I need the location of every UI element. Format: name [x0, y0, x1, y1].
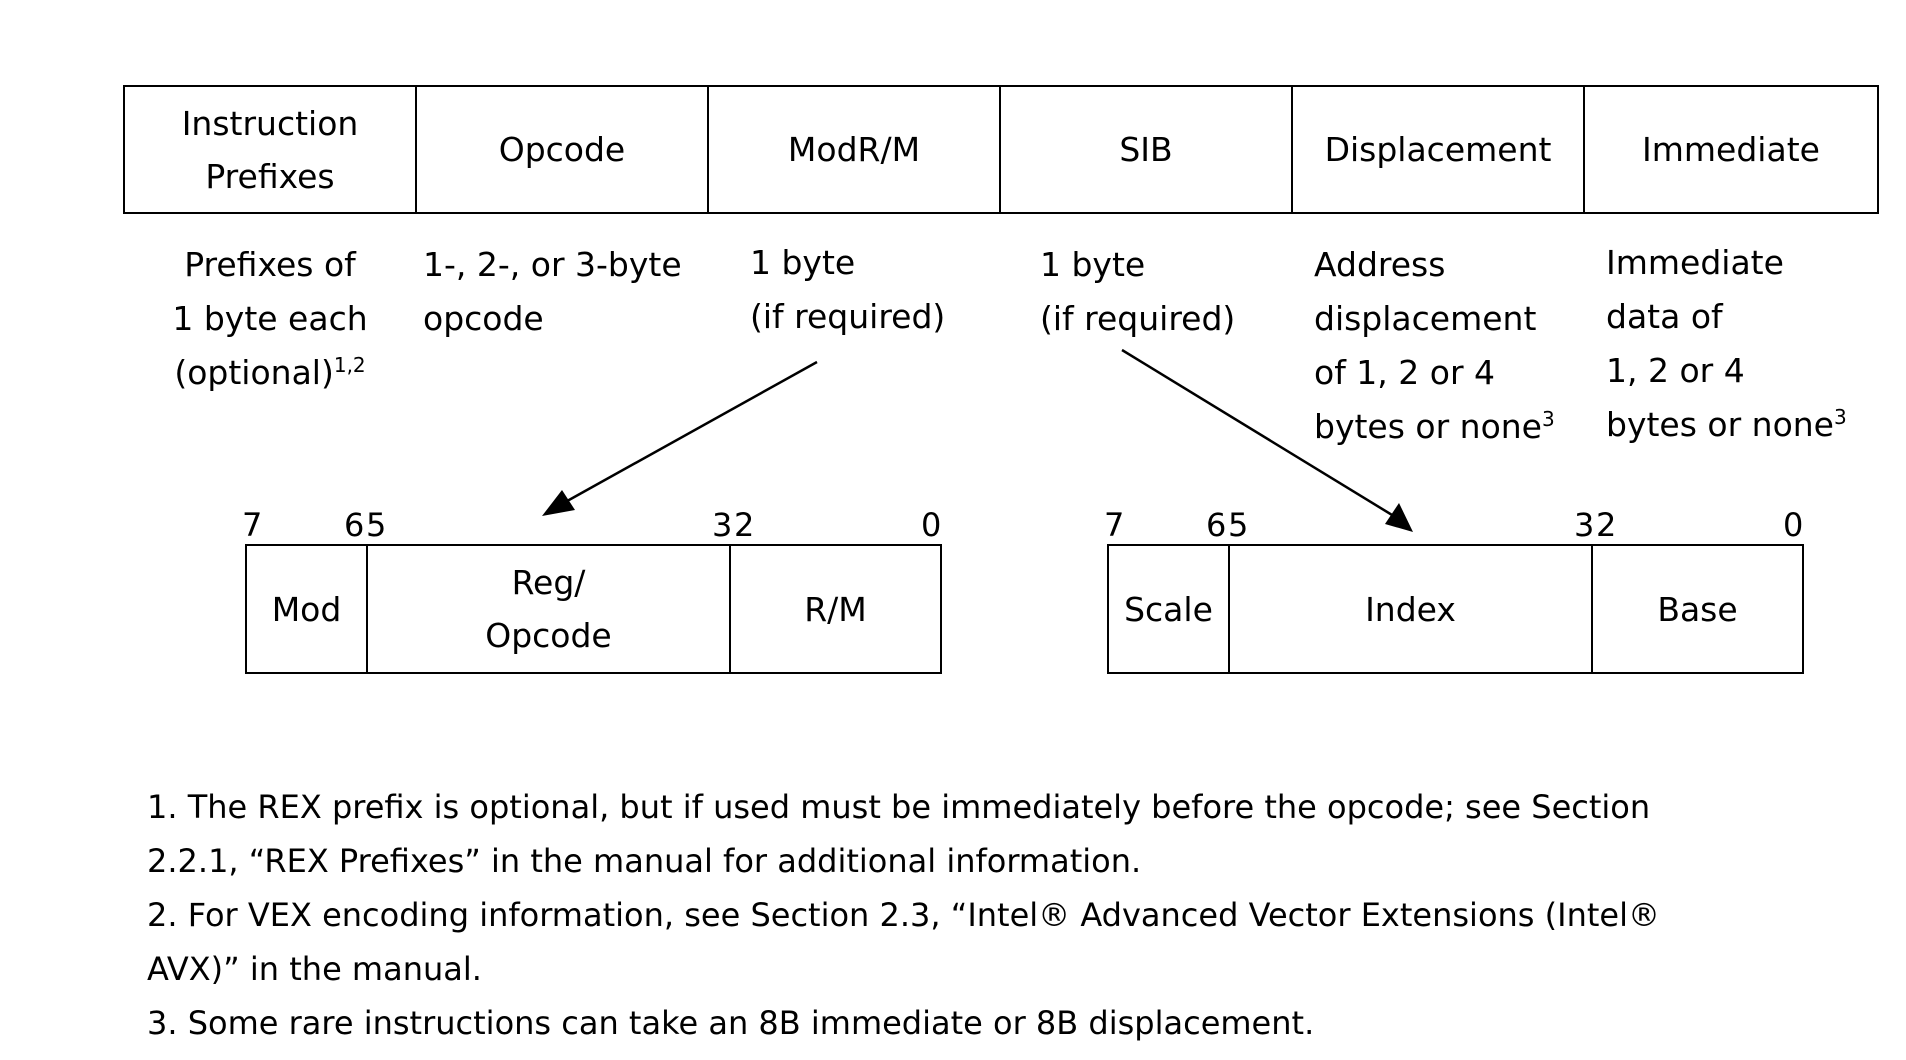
desc-footnote-ref: 3: [1833, 405, 1847, 429]
modrm-field-mod: Mod: [245, 544, 368, 674]
desc-text: 1 byte (if required): [1040, 245, 1236, 338]
footnote-1: 1. The REX prefix is optional, but if us…: [147, 788, 1651, 880]
modrm-bit-6: 6: [344, 506, 365, 544]
sib-bit-5: 5: [1228, 506, 1249, 544]
field-label-line2: Opcode: [485, 616, 612, 655]
cell-immediate: Immediate: [1583, 85, 1879, 214]
arrowhead-modrm: [542, 490, 575, 516]
cell-label: Immediate: [1642, 130, 1820, 169]
sib-field-scale: Scale: [1107, 544, 1230, 674]
field-label: Scale: [1124, 589, 1213, 629]
desc-displacement: Address displacement of 1, 2 or 4 bytes …: [1314, 238, 1584, 454]
cell-label-line2: Prefixes: [205, 156, 335, 196]
cell-opcode: Opcode: [415, 85, 709, 214]
sib-bit-3: 3: [1574, 506, 1595, 544]
sib-field-index: Index: [1228, 544, 1593, 674]
desc-sib: 1 byte (if required): [1040, 238, 1280, 346]
cell-modrm: ModR/M: [707, 85, 1001, 214]
modrm-bit-3: 3: [712, 506, 733, 544]
cell-label: Opcode: [498, 130, 626, 169]
arrow-sib: [1121, 348, 1413, 532]
desc-immediate: Immediate data of 1, 2 or 4 bytes or non…: [1606, 236, 1876, 452]
footnote-3: 3. Some rare instructions can take an 8B…: [147, 1004, 1315, 1042]
field-label-line1: Reg/: [511, 563, 586, 602]
modrm-bit-0: 0: [921, 506, 942, 544]
cell-label: SIB: [1119, 130, 1173, 169]
arrow-modrm: [542, 360, 818, 516]
cell-displacement: Displacement: [1291, 85, 1585, 214]
desc-footnote-ref: 3: [1541, 407, 1555, 431]
sib-bit-0: 0: [1783, 506, 1804, 544]
desc-text: Address displacement of 1, 2 or 4 bytes …: [1314, 245, 1542, 446]
desc-text: 1-, 2-, or 3-byte opcode: [423, 245, 682, 338]
modrm-field-reg-opcode: Reg/Opcode: [366, 544, 731, 674]
desc-text: 1 byte (if required): [750, 243, 946, 336]
sib-field-base: Base: [1591, 544, 1804, 674]
desc-prefixes: Prefixes of 1 byte each (optional)1,2: [160, 238, 380, 400]
field-label: R/M: [804, 589, 867, 629]
footnote-2: 2. For VEX encoding information, see Sec…: [147, 896, 1660, 988]
cell-label-line1: Instruction: [181, 103, 359, 143]
desc-footnote-ref: 1,2: [333, 353, 366, 377]
field-label: Index: [1365, 589, 1456, 629]
sib-bit-7: 7: [1104, 506, 1125, 544]
cell-label: Displacement: [1324, 130, 1552, 169]
modrm-bit-2: 2: [734, 506, 755, 544]
modrm-bit-7: 7: [242, 506, 263, 544]
desc-text: Prefixes of 1 byte each (optional): [172, 245, 368, 392]
field-label: Mod: [271, 589, 342, 629]
footnotes: 1. The REX prefix is optional, but if us…: [147, 780, 1667, 1050]
arrowhead-sib: [1385, 503, 1413, 532]
field-label: Base: [1657, 589, 1738, 629]
modrm-bit-5: 5: [366, 506, 387, 544]
desc-text: Immediate data of 1, 2 or 4 bytes or non…: [1606, 243, 1834, 444]
modrm-field-rm: R/M: [729, 544, 942, 674]
sib-bit-6: 6: [1206, 506, 1227, 544]
desc-opcode: 1-, 2-, or 3-byte opcode: [423, 238, 703, 346]
sib-bit-2: 2: [1596, 506, 1617, 544]
cell-label: ModR/M: [787, 130, 921, 169]
desc-modrm: 1 byte (if required): [750, 236, 990, 344]
